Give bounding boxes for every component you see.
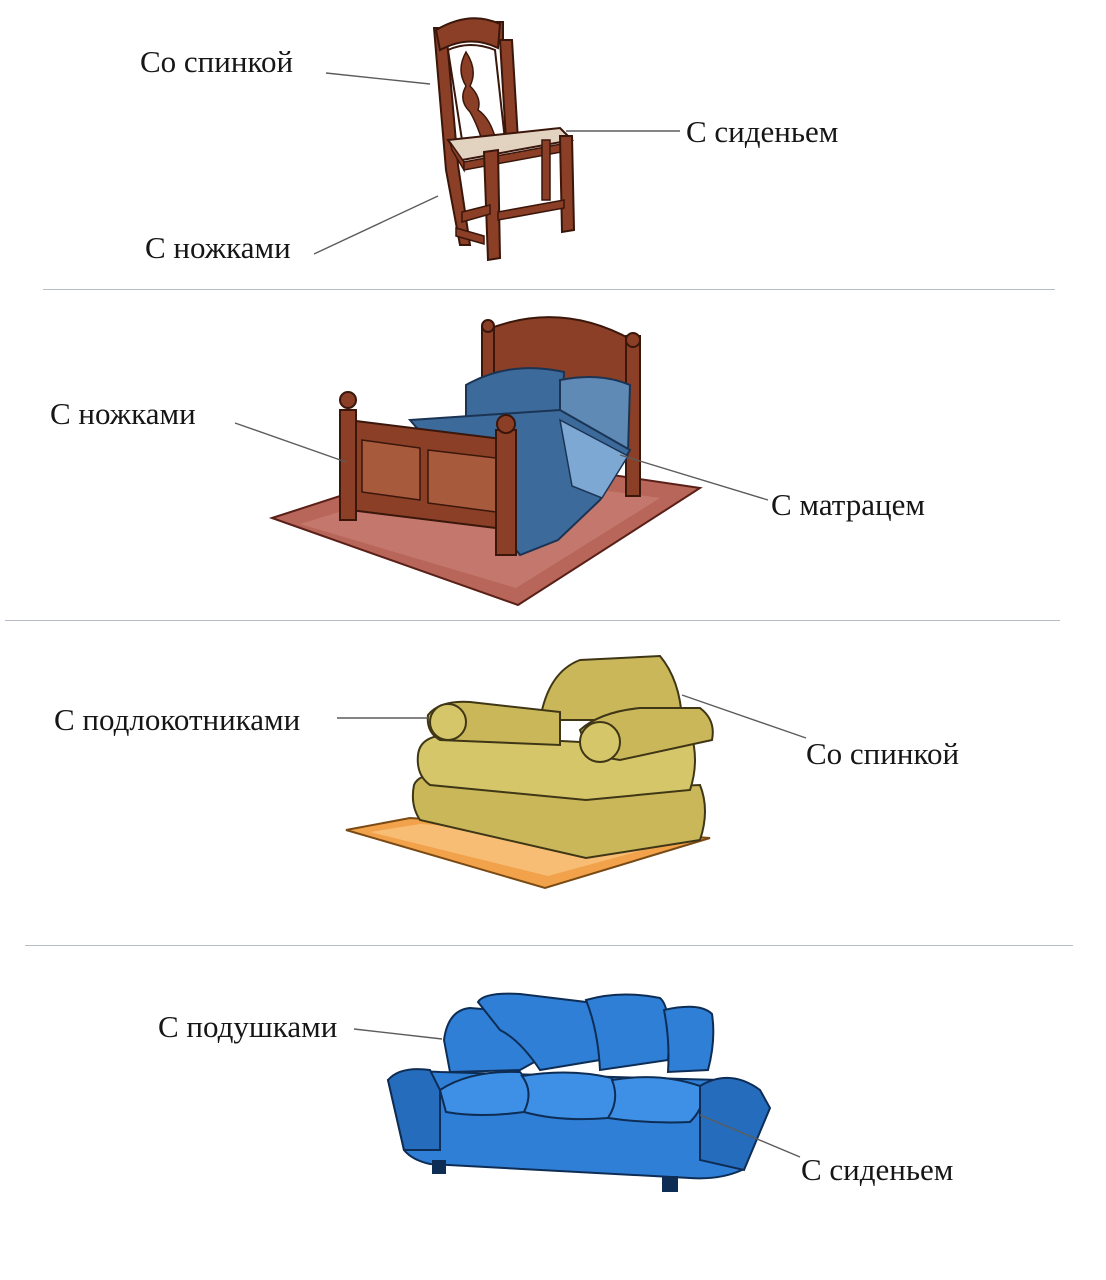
armchair-picture xyxy=(345,654,714,890)
leader-chair-legs xyxy=(313,195,439,255)
bed-illustration xyxy=(234,316,769,607)
label-sofa-cushions: С подушками xyxy=(158,1009,338,1044)
leader-chair-back xyxy=(325,72,431,85)
leader-armchair-back xyxy=(681,694,807,739)
divider-3 xyxy=(25,945,1073,946)
divider-2 xyxy=(5,620,1060,621)
leader-bed-mattress xyxy=(619,454,769,501)
chair-picture xyxy=(432,17,576,262)
leader-bed-legs xyxy=(234,422,347,463)
bed-picture xyxy=(268,316,703,607)
label-chair-legs: С ножками xyxy=(145,230,291,265)
divider-1 xyxy=(43,289,1055,290)
armchair-illustration xyxy=(337,654,807,890)
leader-sofa-cushions xyxy=(353,1028,443,1040)
label-chair-back: Со спинкой xyxy=(140,44,294,79)
label-bed-legs: С ножками xyxy=(50,396,196,431)
sofa-picture xyxy=(386,992,772,1192)
label-armchair-back: Со спинкой xyxy=(806,736,960,771)
label-bed-mattress: С матрацем xyxy=(771,487,925,522)
label-armchair-arms: С подлокотниками xyxy=(54,702,301,737)
leader-sofa-seat xyxy=(699,1114,801,1158)
label-chair-seat: С сиденьем xyxy=(686,114,839,149)
chair-illustration xyxy=(313,17,680,262)
label-sofa-seat: С сиденьем xyxy=(801,1152,954,1187)
